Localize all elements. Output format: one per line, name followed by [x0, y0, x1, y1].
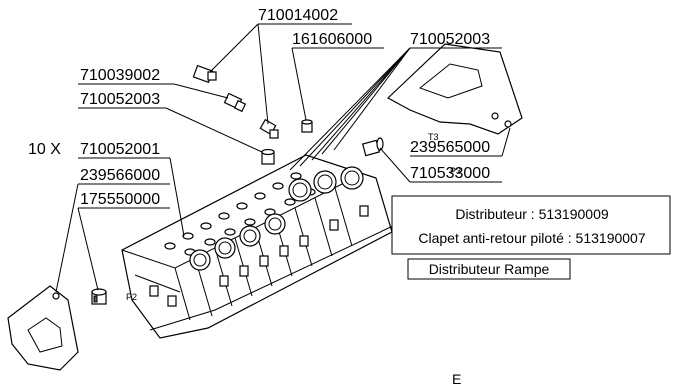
part-label-710039002: 710039002	[80, 67, 160, 84]
info-distributeur: Distributeur : 513190009	[455, 206, 609, 222]
part-label-239565000: 239565000	[410, 139, 490, 156]
fitting-710039002	[223, 92, 247, 113]
part-label-175550000: 175550000	[80, 191, 160, 208]
bracket-239565000	[386, 43, 523, 135]
part-label-710014002: 710014002	[258, 7, 338, 24]
fitting-710052003-left	[261, 148, 275, 165]
footer-mark: E	[452, 371, 461, 384]
front-fittings	[149, 205, 369, 307]
caption-text: Distributeur Rampe	[429, 261, 550, 277]
port-label-p2: P2	[126, 292, 137, 302]
part-label-710052001: 710052001	[80, 141, 160, 158]
fitting-161606000	[301, 119, 313, 133]
port-label-t3: T3	[428, 132, 439, 142]
part-label-239566000: 239566000	[80, 167, 160, 184]
part-label-161606000: 161606000	[292, 31, 372, 48]
bracket-239566000	[7, 285, 79, 371]
fitting-710014002	[192, 64, 217, 84]
caption-box: Distributeur Rampe	[407, 258, 571, 280]
part-label-710052003-top: 710052003	[410, 31, 490, 48]
fitting-elbow-right	[259, 118, 279, 139]
info-clapet: Clapet anti-retour piloté : 513190007	[418, 230, 645, 246]
leader-lines	[55, 23, 511, 293]
fitting-710533000	[361, 137, 384, 157]
check-valve-caps	[189, 166, 364, 271]
part-label-710052003-left: 710052003	[80, 91, 160, 108]
fitting-175550000	[91, 288, 107, 305]
top-ports	[164, 172, 316, 256]
port-label-p3: P3	[450, 166, 461, 176]
valve-manifold-block	[121, 154, 396, 339]
part-label-710533000: 710533000	[410, 165, 490, 182]
quantity-prefix: 10 X	[28, 141, 61, 158]
info-box: Distributeur : 513190009 Clapet anti-ret…	[391, 195, 671, 255]
